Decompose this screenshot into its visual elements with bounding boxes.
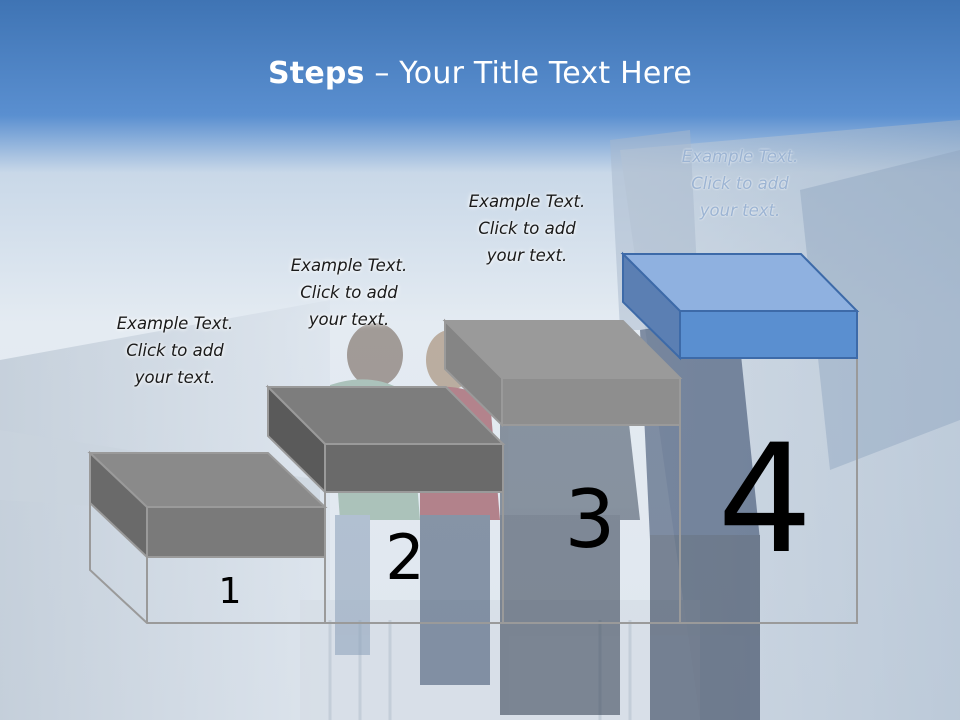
step-4-frame — [680, 358, 858, 624]
step-3-block — [442, 318, 683, 428]
title-strong: Steps — [267, 56, 365, 91]
step-4-caption[interactable]: Example Text. Click to add your text. — [655, 143, 825, 224]
caption-line: Example Text. — [116, 314, 234, 333]
step-2-number: 2 — [385, 521, 425, 594]
caption-line: Click to add — [691, 174, 789, 193]
caption-line: Click to add — [126, 341, 224, 360]
caption-line: your text. — [308, 310, 390, 329]
step-4-number: 4 — [717, 413, 813, 587]
step-4-block — [620, 251, 860, 361]
caption-line: Click to add — [478, 219, 576, 238]
caption-line: Example Text. — [681, 147, 799, 166]
caption-line: your text. — [486, 246, 568, 265]
title-rest: – Your Title Text Here — [364, 56, 693, 91]
step-1-number: 1 — [218, 571, 242, 612]
caption-line: Example Text. — [468, 192, 586, 211]
step-3-number: 3 — [564, 473, 616, 566]
slide-title[interactable]: Steps – Your Title Text Here — [0, 56, 960, 91]
step-3-caption[interactable]: Example Text. Click to add your text. — [442, 188, 612, 269]
step-1-caption[interactable]: Example Text. Click to add your text. — [90, 310, 260, 391]
caption-line: Click to add — [300, 283, 398, 302]
step-1-block — [87, 450, 328, 560]
caption-line: your text. — [699, 201, 781, 220]
caption-line: your text. — [134, 368, 216, 387]
step-2-block — [265, 384, 506, 495]
step-2-caption[interactable]: Example Text. Click to add your text. — [264, 252, 434, 333]
caption-line: Example Text. — [290, 256, 408, 275]
